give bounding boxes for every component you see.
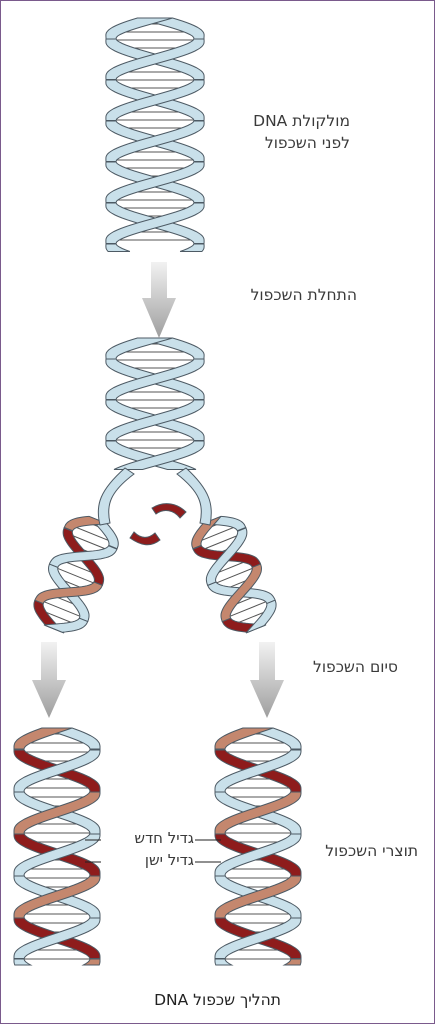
base-pair bbox=[71, 525, 114, 543]
strand-segment bbox=[205, 527, 248, 587]
strand-segment bbox=[34, 581, 104, 605]
base-pair bbox=[39, 599, 85, 619]
original-dna-helix bbox=[105, 17, 205, 252]
strand-segment bbox=[214, 749, 302, 793]
strand-segment bbox=[220, 563, 262, 623]
strand-segment bbox=[105, 79, 205, 121]
strand-segment bbox=[105, 202, 205, 244]
strand-segment bbox=[282, 958, 302, 966]
left-daughter-dna-helix bbox=[13, 727, 101, 966]
strand-segment bbox=[48, 545, 118, 569]
label-before-replication: מולקולת DNA לפני השכפול bbox=[253, 110, 350, 155]
strand-segment bbox=[105, 38, 205, 80]
arrow-start-icon bbox=[142, 262, 176, 338]
label-before-line1: מולקולת DNA bbox=[253, 112, 350, 130]
label-old-strand: גדיל ישן bbox=[144, 851, 194, 869]
strand-segment bbox=[245, 599, 277, 634]
new-strand-end-right bbox=[151, 503, 187, 519]
strand-segment bbox=[214, 833, 302, 877]
fork-arm-left bbox=[33, 515, 119, 634]
base-pair bbox=[225, 599, 271, 619]
strand-segment bbox=[214, 958, 234, 966]
strand-segment bbox=[191, 515, 222, 550]
unwound-old-strand-right bbox=[176, 467, 212, 526]
base-pair bbox=[200, 533, 242, 552]
strand-segment bbox=[13, 833, 101, 877]
figure-caption: תהליך שכפול DNA bbox=[154, 991, 281, 1009]
strand-segment bbox=[214, 875, 302, 919]
new-strand-end-left bbox=[129, 531, 161, 546]
strand-segment bbox=[105, 440, 197, 470]
label-replication-end: סיום השכפול bbox=[313, 658, 398, 676]
base-pair bbox=[212, 566, 257, 586]
strand-segment bbox=[63, 515, 108, 532]
strand-segment bbox=[105, 120, 205, 162]
strand-segment bbox=[179, 243, 205, 252]
strand-segment bbox=[113, 440, 205, 470]
strand-segment bbox=[41, 727, 101, 750]
strand-segment bbox=[13, 727, 73, 750]
right-daughter-dna-helix bbox=[214, 727, 302, 966]
strand-segment bbox=[105, 161, 205, 203]
strand-segment bbox=[105, 358, 205, 400]
strand-segment bbox=[81, 958, 101, 966]
label-replication-products: תוצרי השכפול bbox=[325, 842, 418, 860]
replicating-dna-helix bbox=[33, 337, 277, 634]
strand-segment bbox=[43, 617, 89, 633]
strand-segment bbox=[214, 727, 274, 750]
label-before-line2: לפני השכפול bbox=[264, 134, 350, 153]
base-pair bbox=[68, 533, 110, 552]
strand-segment bbox=[13, 791, 101, 835]
strand-segment bbox=[242, 727, 302, 750]
strand-segment bbox=[105, 337, 173, 360]
base-pair bbox=[53, 566, 98, 586]
label-replication-start: התחלת השכפול bbox=[250, 286, 357, 304]
strand-segment bbox=[13, 749, 101, 793]
strand-segment bbox=[13, 875, 101, 919]
arrow-end-left-icon bbox=[32, 642, 66, 718]
strand-segment bbox=[214, 791, 302, 835]
strand-segment bbox=[214, 917, 302, 959]
label-new-strand: גדיל חדש bbox=[134, 829, 194, 847]
strand-segment bbox=[105, 399, 205, 441]
strand-segment bbox=[105, 243, 131, 252]
base-pair bbox=[196, 525, 239, 543]
strand-segment bbox=[13, 917, 101, 959]
strand-segment bbox=[105, 17, 173, 40]
arrow-end-right-icon bbox=[250, 642, 284, 718]
strand-segment bbox=[13, 958, 33, 966]
fork-arm-right bbox=[191, 515, 277, 634]
unwound-old-strand-left bbox=[97, 467, 135, 526]
